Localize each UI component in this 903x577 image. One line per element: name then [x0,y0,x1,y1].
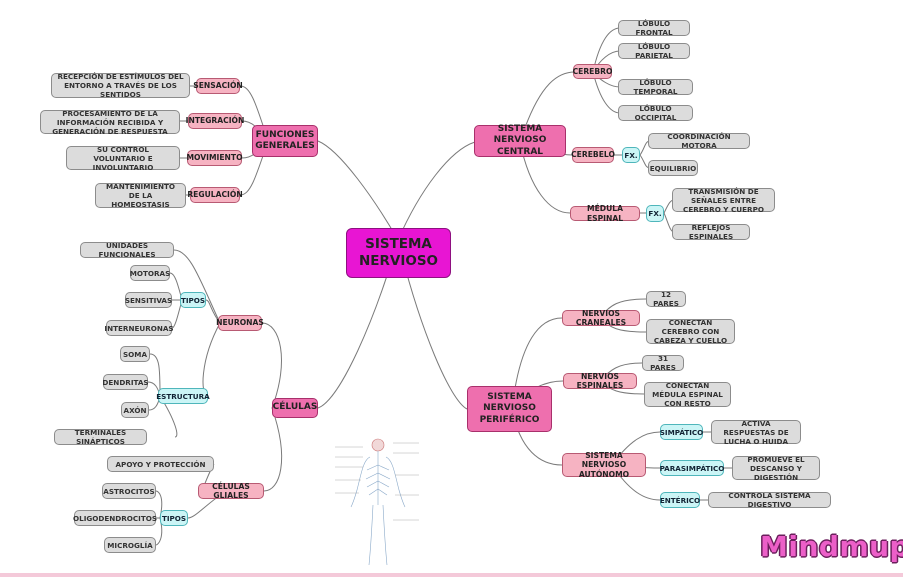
node-motoras[interactable]: MOTORAS [130,265,170,281]
node-sistema-nervioso-central[interactable]: SISTEMA NERVIOSO CENTRAL [474,124,566,157]
node-regulacion[interactable]: REGULACIÓN [187,187,243,203]
node-sensacion[interactable]: SENSACIÓN [193,78,243,94]
node-parasimpatico-desc[interactable]: PROMUEVE EL DESCANSO Y DIGESTIÓN [732,455,820,482]
node-reflejos-espinales[interactable]: REFLEJOS ESPINALES [672,223,750,241]
node-tipos-gliales[interactable]: TIPOS [160,510,188,526]
node-sistema-nervioso-autonomo[interactable]: SISTEMA NERVIOSO AUTÓNOMO [562,451,646,479]
node-movimiento-desc[interactable]: SU CONTROL VOLUNTARIO E INVOLUNTARIO [66,145,180,172]
node-equilibrio[interactable]: EQUILIBRIO [648,160,698,176]
node-celulas[interactable]: CÉLULAS [272,398,318,418]
node-interneuronas[interactable]: INTERNEURONAS [104,320,174,336]
node-transmision-senales[interactable]: TRANSMISIÓN DE SEÑALES ENTRE CEREBRO Y C… [672,187,775,214]
node-regulacion-desc[interactable]: MANTENIMIENTO DE LA HOMEOSTASIS [95,182,186,209]
node-funciones-generales[interactable]: FUNCIONES GENERALES [252,125,318,157]
node-estructura[interactable]: ESTRUCTURA [156,388,210,404]
node-enterico[interactable]: ENTÉRICO [660,492,700,508]
node-integracion[interactable]: INTEGRACIÓN [186,113,244,129]
node-microglia[interactable]: MICROGLÍA [104,537,156,553]
node-conectan-medula[interactable]: CONECTAN MÉDULA ESPINAL CON RESTO [644,381,731,408]
mindmup-logo: Mindmup [760,530,903,563]
node-enterico-desc[interactable]: CONTROLA SISTEMA DIGESTIVO [708,491,831,509]
node-lobulo-parietal[interactable]: LÓBULO PARIETAL [618,42,690,60]
node-coordinacion-motora[interactable]: COORDINACIÓN MOTORA [648,132,750,150]
node-terminales-sinapticos[interactable]: TERMINALES SINÁPTICOS [54,428,147,446]
node-lobulo-frontal[interactable]: LÓBULO FRONTAL [618,19,690,37]
node-axon[interactable]: AXÓN [121,402,149,418]
node-soma[interactable]: SOMA [120,346,150,362]
node-nervios-craneales[interactable]: NERVIOS CRANEALES [562,309,640,327]
node-sensacion-desc[interactable]: RECEPCIÓN DE ESTÍMULOS DEL ENTORNO A TRA… [51,72,190,99]
node-parasimpatico[interactable]: PARASIMPÁTICO [660,460,724,476]
node-lobulo-temporal[interactable]: LÓBULO TEMPORAL [618,78,693,96]
node-cerebro[interactable]: CEREBRO [573,64,612,79]
node-neuronas[interactable]: NEURONAS [216,315,264,331]
node-apoyo-proteccion[interactable]: APOYO Y PROTECCIÓN [107,456,214,472]
node-integracion-desc[interactable]: PROCESAMIENTO DE LA INFORMACIÓN RECIBIDA… [40,109,180,136]
node-sensitivas[interactable]: SENSITIVAS [125,292,172,308]
node-fx-medula[interactable]: FX. [646,205,664,222]
node-astrocitos[interactable]: ASTROCITOS [102,483,156,499]
node-31-pares[interactable]: 31 PARES [642,354,684,372]
node-unidades-funcionales[interactable]: UNIDADES FUNCIONALES [80,241,174,259]
node-tipos-neuronas[interactable]: TIPOS [180,292,206,308]
bottom-bar [0,573,903,577]
node-fx-cerebelo[interactable]: FX. [622,147,640,163]
node-cerebelo[interactable]: CEREBELO [571,147,615,163]
node-12-pares[interactable]: 12 PARES [646,290,686,308]
node-simpatico[interactable]: SIMPÁTICO [660,424,703,440]
node-sistema-nervioso-periferico[interactable]: SISTEMA NERVIOSO PERIFÉRICO [467,386,552,432]
node-lobulo-occipital[interactable]: LÓBULO OCCIPITAL [618,104,693,122]
node-nervios-espinales[interactable]: NERVIOS ESPINALES [563,372,637,390]
nervous-system-illustration [335,438,419,566]
node-movimiento[interactable]: MOVIMIENTO [186,150,243,166]
node-simpatico-desc[interactable]: ACTIVA RESPUESTAS DE LUCHA O HUIDA [711,419,801,446]
node-medula-espinal[interactable]: MÉDULA ESPINAL [570,204,640,223]
node-conectan-cerebro[interactable]: CONECTAN CEREBRO CON CABEZA Y CUELLO [646,318,735,345]
root-node[interactable]: SISTEMA NERVIOSO [346,228,451,278]
node-celulas-gliales[interactable]: CÉLULAS GLIALES [198,482,264,500]
node-oligodendrocitos[interactable]: OLIGODENDROCITOS [73,510,157,526]
node-dendritas[interactable]: DENDRITAS [102,374,149,390]
